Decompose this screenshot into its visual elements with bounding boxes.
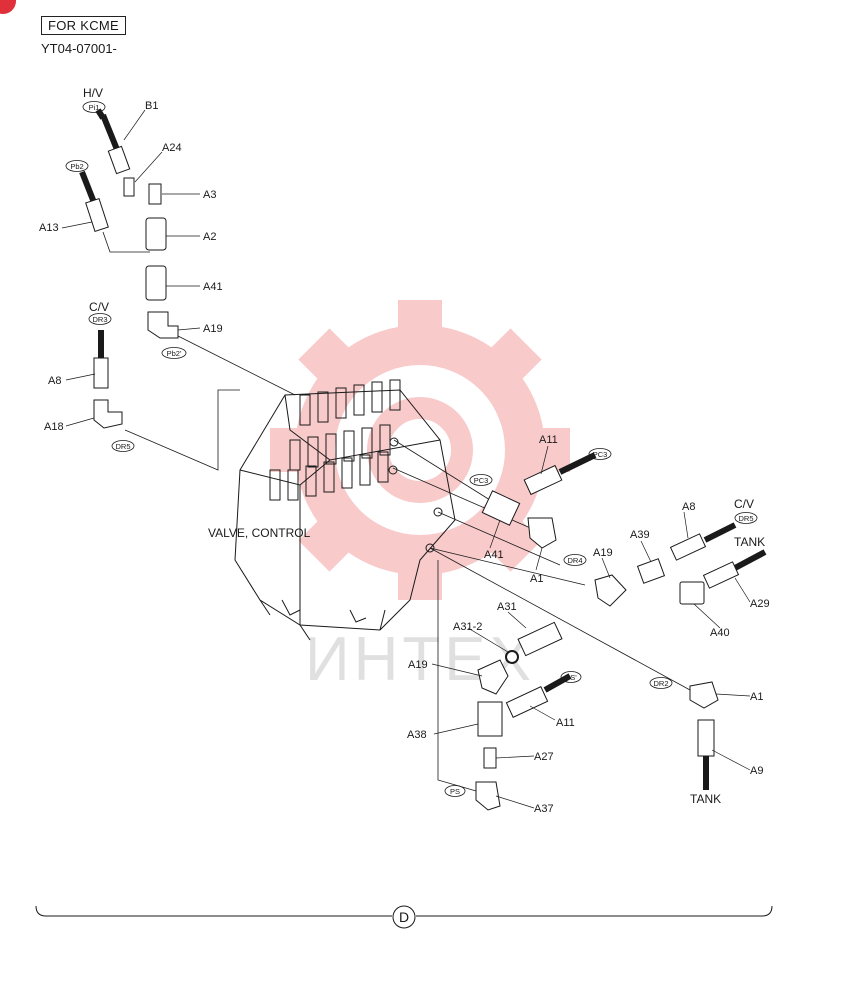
dest-tank-right: TANK	[734, 535, 765, 549]
hose-a29	[733, 549, 767, 571]
fitting-b1	[107, 145, 131, 175]
control-valve-block	[234, 379, 456, 641]
fitting-a2	[145, 217, 167, 251]
callout-a8-left: A8	[48, 375, 61, 387]
fitting-a9	[697, 719, 715, 757]
callout-leaders	[61, 109, 751, 809]
block-a38	[477, 701, 503, 737]
fitting-a27	[483, 747, 497, 769]
port-pb2: Pb2	[70, 162, 83, 171]
port-dr4: DR4	[567, 556, 582, 565]
fitting-a8-left	[93, 357, 109, 389]
callout-a37: A37	[534, 803, 554, 815]
callout-a31-2: A31-2	[453, 621, 482, 633]
section-marker: D	[399, 909, 409, 925]
elbow-a19-lower	[477, 659, 509, 695]
port-dr3: DR3	[92, 315, 107, 324]
port-pc3-right: PC3	[593, 450, 608, 459]
serial-range: YT04-07001-	[41, 41, 117, 56]
dest-cv-right: C/V	[734, 497, 754, 511]
callout-a41-lower: A41	[484, 549, 504, 561]
callout-a1-upper: A1	[530, 573, 543, 585]
parts	[79, 108, 767, 811]
port-tag-labels: Pi1 Pb2 DR3 Pb2' DR5 PC3 PC3 DR4 DR5 PS'…	[70, 103, 753, 796]
hose-a13	[79, 170, 98, 207]
callout-a29: A29	[750, 598, 770, 610]
port-dr2: DR2	[653, 679, 668, 688]
fitting-a29	[702, 561, 740, 589]
callout-a38: A38	[407, 729, 427, 741]
section-marker-circle	[392, 905, 416, 929]
callout-a3: A3	[203, 189, 216, 201]
section-bracket	[35, 905, 773, 929]
port-ps: PS	[450, 787, 460, 796]
hose-a11-upper	[558, 452, 597, 475]
callout-a8-right: A8	[682, 501, 695, 513]
fitting-a40	[679, 581, 705, 605]
destination-labels: H/V C/V C/V TANK TANK	[83, 86, 765, 806]
callout-a11-lower: A11	[556, 717, 575, 729]
elbow-a19-right	[594, 574, 627, 607]
variant-label: FOR KCME	[41, 16, 127, 35]
callout-a27: A27	[534, 751, 554, 763]
hose-b1	[100, 113, 121, 154]
fitting-a41-lower	[481, 490, 521, 526]
callout-a19-right: A19	[593, 547, 613, 559]
dest-hv: H/V	[83, 86, 103, 100]
elbow-a1-upper	[527, 517, 557, 549]
callout-a39: A39	[630, 529, 650, 541]
port-tags	[65, 101, 758, 797]
hose-a8-right	[703, 522, 737, 543]
fitting-a39	[636, 558, 666, 584]
callout-labels: B1 A24 A3 A2 A13 A41 A19 A8 A18 A11 A41 …	[39, 100, 770, 815]
callout-a13: A13	[39, 222, 59, 234]
fitting-a3	[148, 183, 162, 205]
callout-a19-lower: A19	[408, 659, 428, 671]
dest-cv-left: C/V	[89, 300, 109, 314]
fitting-a11-upper	[523, 464, 563, 496]
fitting-a11-lower	[505, 686, 549, 718]
callout-a19-upper: A19	[203, 323, 223, 335]
callout-a11-upper: A11	[539, 434, 558, 446]
hose-a11-lower	[543, 673, 572, 693]
callout-a2: A2	[203, 231, 216, 243]
elbow-a1-lower	[689, 681, 719, 709]
port-pc3-left: PC3	[474, 476, 489, 485]
callout-a1-lower: A1	[750, 691, 763, 703]
fitting-a24	[123, 177, 135, 197]
fitting-a41-upper	[145, 265, 167, 301]
port-pb2-prime: Pb2'	[167, 349, 182, 358]
callout-a31: A31	[497, 601, 517, 613]
hose-pi1	[95, 108, 106, 120]
fitting-a8-right	[669, 533, 707, 561]
fitting-a13	[85, 197, 109, 233]
port-dr5-right: DR5	[738, 514, 753, 523]
port-pi1: Pi1	[89, 103, 100, 112]
elbow-a18	[93, 399, 123, 429]
callout-a40: A40	[710, 627, 730, 639]
port-ps-prime: PS'	[565, 673, 577, 682]
control-valve-label: VALVE, CONTROL	[208, 526, 311, 540]
callout-a9: A9	[750, 765, 763, 777]
port-dr5: DR5	[115, 442, 130, 451]
elbow-a37	[475, 781, 501, 811]
routing-lines	[102, 231, 691, 796]
callout-b1: B1	[145, 100, 158, 112]
callout-a41-upper: A41	[203, 281, 223, 293]
elbow-a19-upper	[147, 311, 179, 339]
o-ring-a31-2	[505, 650, 519, 664]
watermark-gear	[270, 300, 570, 600]
fitting-a31	[517, 621, 563, 657]
dest-tank-bottom: TANK	[690, 792, 721, 806]
callout-a18: A18	[44, 421, 64, 433]
watermark: ИНТЕХ	[270, 300, 570, 694]
callout-a24: A24	[162, 142, 182, 154]
